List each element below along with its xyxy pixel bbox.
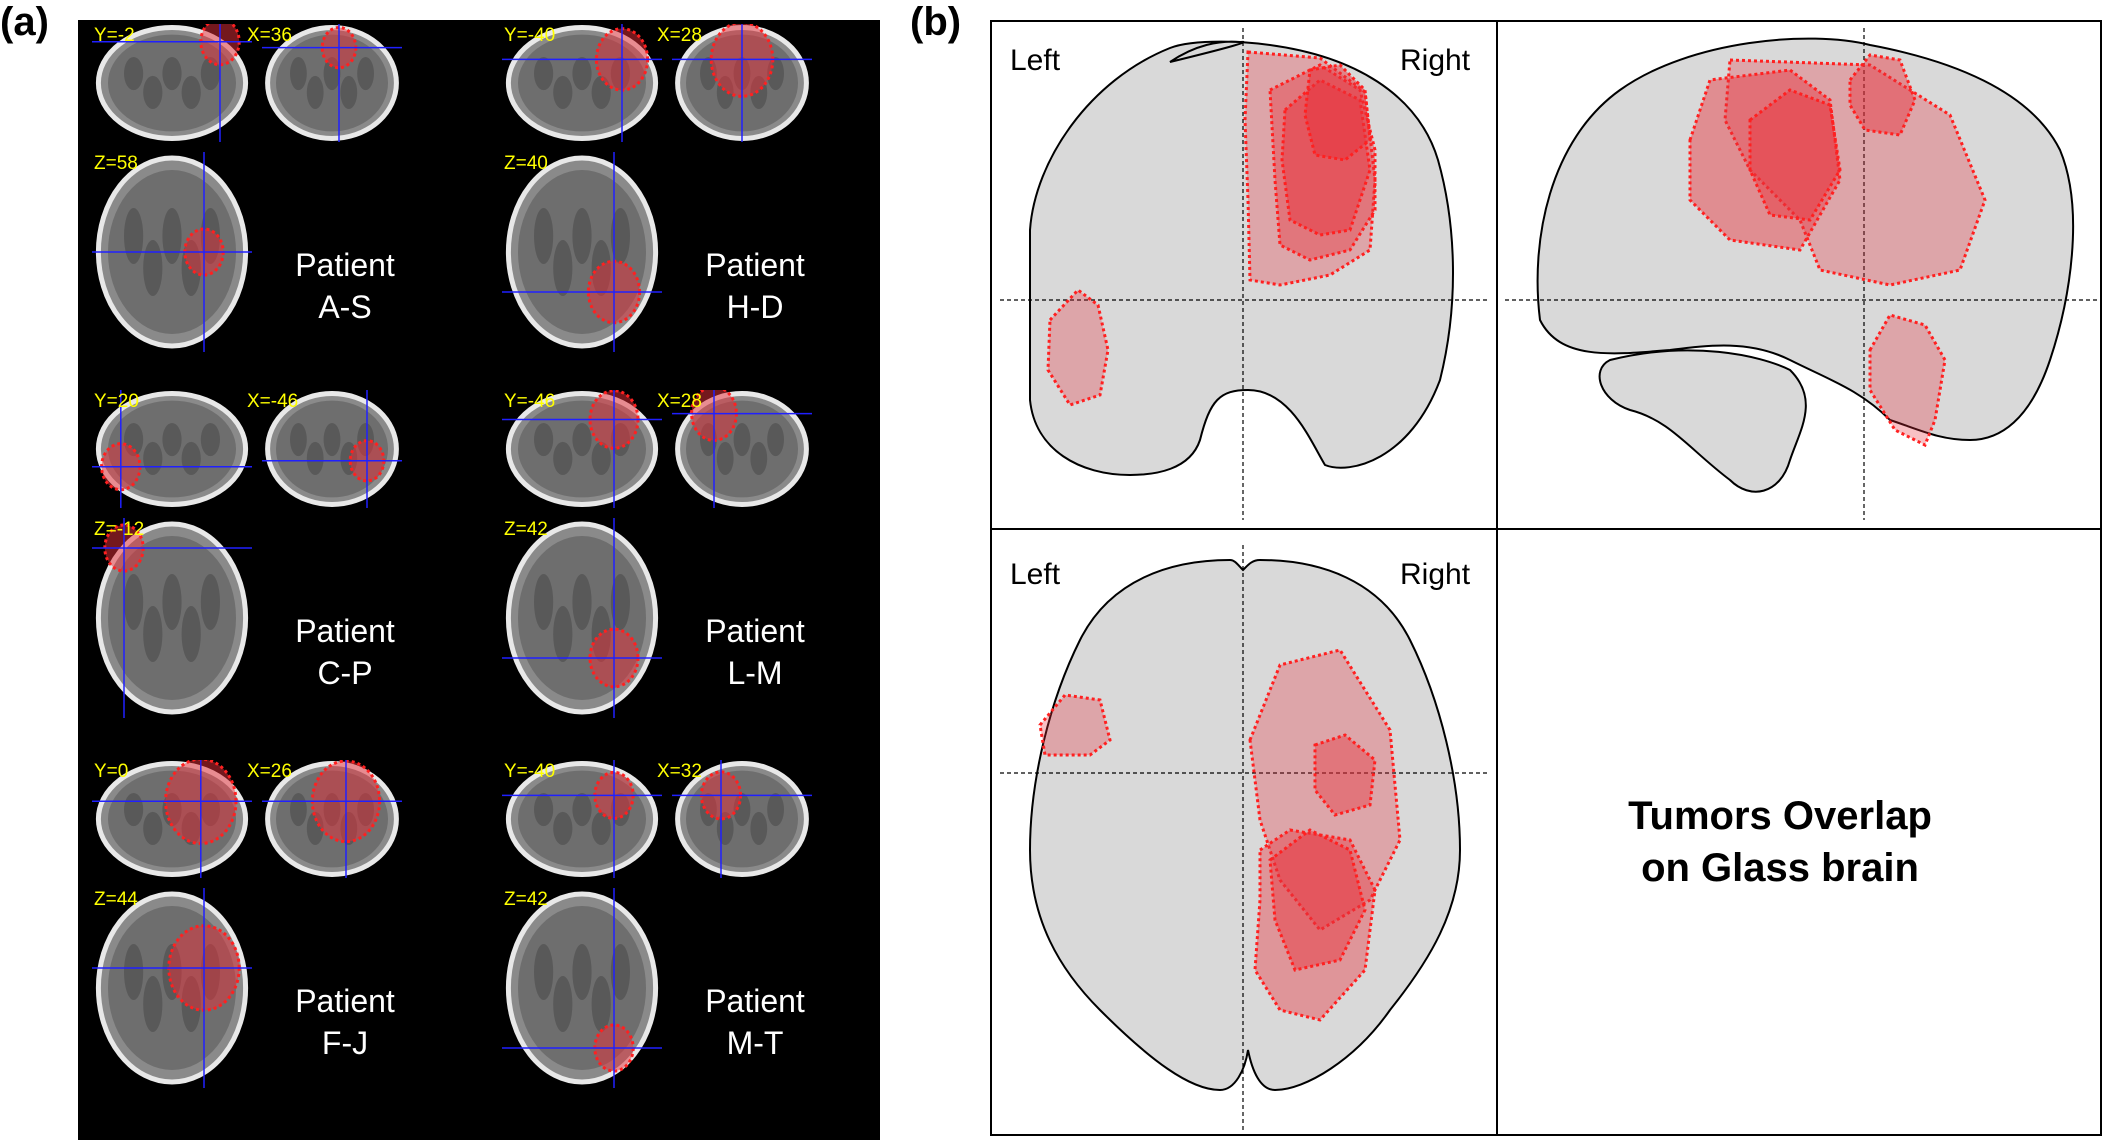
coronal-slice xyxy=(502,24,662,142)
patient-label-line1: Patient xyxy=(295,247,395,283)
coord-z-label: Z=42 xyxy=(504,889,548,910)
axial-slice xyxy=(502,888,662,1088)
patient-label-line1: Patient xyxy=(705,247,805,283)
patient-label-line1: Patient xyxy=(295,983,395,1019)
sagittal-slice xyxy=(672,390,812,508)
overlap-title: Tumors Overlap on Glass brain xyxy=(1520,790,2040,894)
glass-brain-svg: Left Right Left Right xyxy=(990,20,2102,1136)
axial-right-label: Right xyxy=(1400,558,1471,591)
axial-view: Left Right xyxy=(1000,545,1490,1130)
sagittal-cerebellum-outline xyxy=(1598,349,1807,493)
coord-x-label: X=32 xyxy=(657,761,702,782)
axial-slice xyxy=(502,152,662,352)
coronal-slice xyxy=(92,24,252,142)
patient-label-line1: Patient xyxy=(705,983,805,1019)
sagittal-slice xyxy=(672,760,812,878)
panel-a-label: (a) xyxy=(0,0,49,44)
axial-slice xyxy=(92,888,252,1088)
coronal-slice xyxy=(502,390,662,508)
patient-label-id: M-T xyxy=(726,1025,784,1061)
coord-x-label: X=28 xyxy=(657,391,702,412)
overlap-title-line2: on Glass brain xyxy=(1641,846,1919,890)
patient-label-id: F-J xyxy=(321,1025,369,1061)
coronal-slice xyxy=(92,760,252,878)
sagittal-view xyxy=(1505,28,2100,520)
sagittal-slice xyxy=(262,24,402,142)
axial-slice xyxy=(92,152,252,352)
coord-y-label: Y=0 xyxy=(94,761,129,782)
coord-y-label: Y=-2 xyxy=(94,25,135,46)
coord-z-label: Z=44 xyxy=(94,889,138,910)
overlap-title-line1: Tumors Overlap xyxy=(1628,794,1932,838)
axial-slice xyxy=(502,518,662,718)
coronal-slice xyxy=(502,760,662,878)
coord-x-label: X=26 xyxy=(247,761,292,782)
axial-left-label: Left xyxy=(1010,558,1061,591)
coronal-brain-outline xyxy=(1029,40,1454,477)
sagittal-slice xyxy=(672,24,812,142)
coronal-right-label: Right xyxy=(1400,44,1471,77)
patient-label-id: C-P xyxy=(317,655,373,691)
coord-z-label: Z=-12 xyxy=(94,519,145,540)
coord-x-label: X=28 xyxy=(657,25,702,46)
patient-label-id: L-M xyxy=(727,655,783,691)
coronal-slice xyxy=(92,390,252,508)
axial-slice xyxy=(92,518,252,718)
coronal-view: Left Right xyxy=(1000,28,1490,520)
panel-b-label: (b) xyxy=(910,0,962,44)
coronal-left-label: Left xyxy=(1010,44,1061,77)
patient-label-id: H-D xyxy=(726,289,784,325)
coord-y-label: Y=-46 xyxy=(504,391,556,412)
coord-z-label: Z=42 xyxy=(504,519,548,540)
coord-y-label: Y=-40 xyxy=(504,25,556,46)
patient-label-line1: Patient xyxy=(295,613,395,649)
axial-brain-outline xyxy=(1028,558,1462,1092)
coord-z-label: Z=40 xyxy=(504,153,548,174)
coord-z-label: Z=58 xyxy=(94,153,138,174)
patient-label-id: A-S xyxy=(318,289,372,325)
sagittal-slice xyxy=(262,390,402,508)
coord-y-label: Y=20 xyxy=(94,391,139,412)
sagittal-slice xyxy=(262,760,402,878)
coord-x-label: X=36 xyxy=(247,25,292,46)
patient-label-line1: Patient xyxy=(705,613,805,649)
coord-x-label: X=-46 xyxy=(247,391,299,412)
coord-y-label: Y=-40 xyxy=(504,761,556,782)
